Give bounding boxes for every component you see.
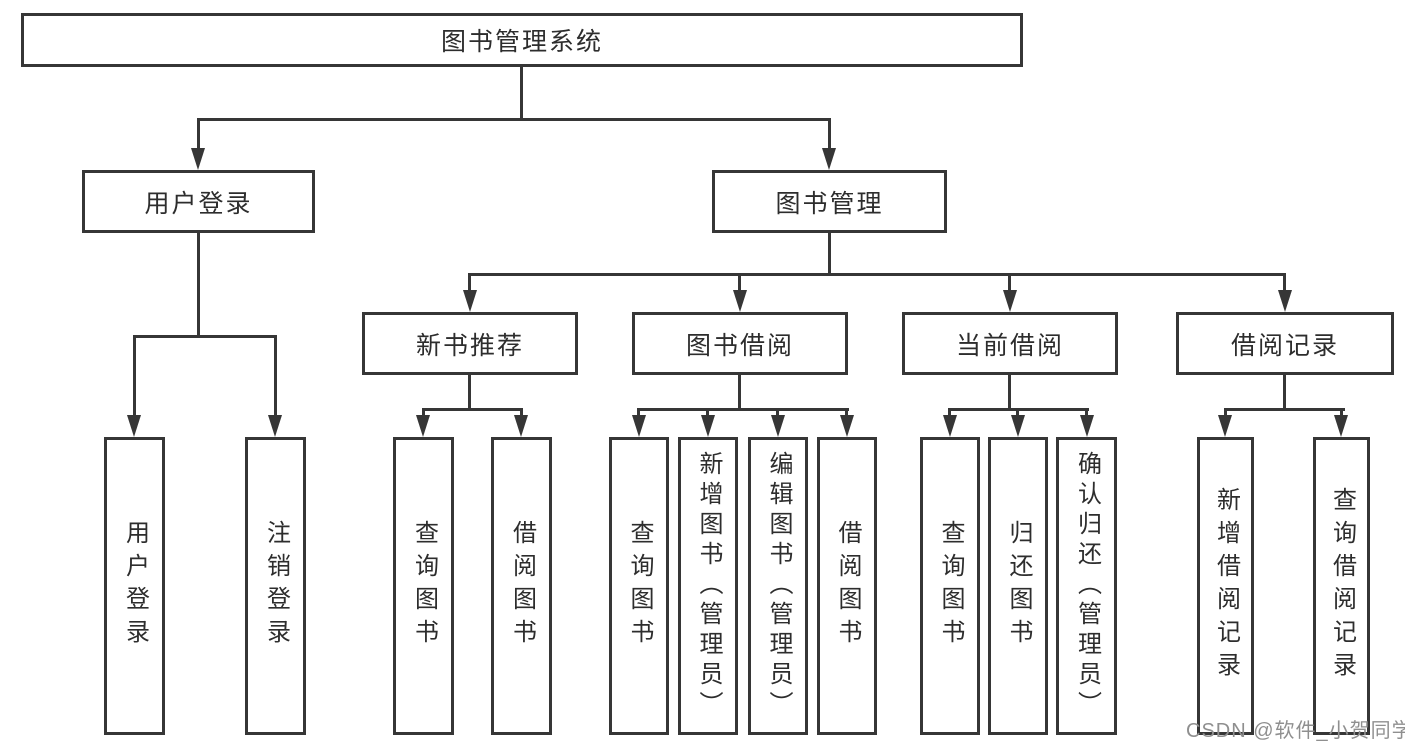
- leaf-label: 编辑图书（管理员）: [765, 451, 792, 721]
- node-borrowing-records: 借阅记录: [1176, 312, 1394, 375]
- arrow-down-icon: [840, 415, 854, 437]
- connector-line: [1008, 375, 1011, 411]
- leaf-label: 查询图书: [410, 520, 438, 652]
- connector-line: [520, 408, 523, 417]
- node-label: 图书借阅: [685, 331, 794, 360]
- arrow-down-icon: [943, 415, 957, 437]
- leaf-label: 新增借阅记录: [1212, 487, 1240, 685]
- connector-line: [197, 233, 200, 335]
- node-user-login: 用户登录: [82, 170, 315, 233]
- leaf-user-login: 用户登录: [104, 437, 165, 735]
- leaf-logout: 注销登录: [245, 437, 306, 735]
- leaf-confirm-return-admin: 确认归还（管理员）: [1056, 437, 1117, 735]
- leaf-add-book-admin: 新增图书（管理员）: [678, 437, 738, 735]
- connector-line: [1008, 273, 1011, 292]
- connector-line: [133, 335, 277, 338]
- connector-line: [948, 408, 951, 417]
- node-current-borrowing: 当前借阅: [902, 312, 1118, 375]
- leaf-label: 归还图书: [1005, 520, 1032, 652]
- leaf-label: 注销登录: [262, 520, 290, 652]
- leaf-borrow-books-recommend: 借阅图书: [491, 437, 552, 735]
- connector-line: [1016, 408, 1019, 417]
- connector-line: [738, 375, 741, 411]
- connector-line: [637, 408, 640, 417]
- arrow-down-icon: [701, 415, 715, 437]
- arrow-down-icon: [268, 415, 282, 437]
- connector-line: [422, 408, 425, 417]
- connector-line: [274, 335, 277, 417]
- arrow-down-icon: [733, 290, 747, 312]
- leaf-query-books-recommend: 查询图书: [393, 437, 454, 735]
- leaf-query-books-current: 查询图书: [920, 437, 980, 735]
- connector-line: [828, 233, 831, 276]
- connector-line: [468, 375, 471, 411]
- leaf-query-books-borrowing: 查询图书: [609, 437, 669, 735]
- connector-line: [133, 335, 136, 417]
- connector-line: [706, 408, 709, 417]
- connector-line: [422, 408, 523, 411]
- leaf-label: 查询图书: [937, 520, 964, 652]
- arrow-down-icon: [771, 415, 785, 437]
- connector-line: [1224, 408, 1345, 411]
- node-book-borrowing: 图书借阅: [632, 312, 848, 375]
- connector-line: [1224, 408, 1227, 417]
- arrow-down-icon: [191, 148, 205, 170]
- leaf-edit-book-admin: 编辑图书（管理员）: [748, 437, 808, 735]
- node-label: 新书推荐: [415, 331, 524, 360]
- connector-line: [468, 273, 1285, 276]
- connector-line: [738, 273, 741, 292]
- node-library-management-system: 图书管理系统: [21, 13, 1023, 67]
- connector-line: [845, 408, 848, 417]
- arrow-down-icon: [416, 415, 430, 437]
- node-label: 借阅记录: [1230, 331, 1339, 360]
- arrow-down-icon: [632, 415, 646, 437]
- arrow-down-icon: [1218, 415, 1232, 437]
- leaf-return-books: 归还图书: [988, 437, 1048, 735]
- watermark-text: CSDN @软件_小贺同学: [1186, 720, 1405, 742]
- node-book-management: 图书管理: [712, 170, 947, 233]
- connector-line: [776, 408, 779, 417]
- arrow-down-icon: [1003, 290, 1017, 312]
- arrow-down-icon: [1278, 290, 1292, 312]
- leaf-add-borrow-record: 新增借阅记录: [1197, 437, 1254, 735]
- leaf-label: 确认归还（管理员）: [1073, 451, 1101, 721]
- arrow-down-icon: [463, 290, 477, 312]
- arrow-down-icon: [514, 415, 528, 437]
- leaf-label: 借阅图书: [834, 520, 861, 652]
- arrow-down-icon: [1011, 415, 1025, 437]
- leaf-label: 查询图书: [626, 520, 653, 652]
- connector-line: [1085, 408, 1088, 417]
- connector-line: [1283, 375, 1286, 411]
- node-label: 用户登录: [144, 189, 253, 218]
- arrow-down-icon: [1080, 415, 1094, 437]
- leaf-query-borrow-record: 查询借阅记录: [1313, 437, 1370, 735]
- connector-line: [1340, 408, 1343, 417]
- connector-line: [197, 118, 831, 121]
- connector-line: [828, 118, 831, 150]
- arrow-down-icon: [1334, 415, 1348, 437]
- node-label: 当前借阅: [955, 331, 1064, 360]
- leaf-borrow-books-borrowing: 借阅图书: [817, 437, 877, 735]
- connector-line: [1283, 273, 1286, 292]
- arrow-down-icon: [822, 148, 836, 170]
- node-new-book-recommendation: 新书推荐: [362, 312, 578, 375]
- leaf-label: 用户登录: [121, 520, 149, 652]
- leaf-label: 借阅图书: [508, 520, 536, 652]
- node-label: 图书管理: [775, 189, 884, 218]
- node-label: 图书管理系统: [440, 28, 603, 56]
- connector-line: [468, 273, 471, 292]
- leaf-label: 新增图书（管理员）: [695, 451, 722, 721]
- connector-line: [520, 67, 523, 118]
- connector-line: [197, 118, 200, 150]
- leaf-label: 查询借阅记录: [1328, 487, 1356, 685]
- arrow-down-icon: [127, 415, 141, 437]
- connector-line: [637, 408, 849, 411]
